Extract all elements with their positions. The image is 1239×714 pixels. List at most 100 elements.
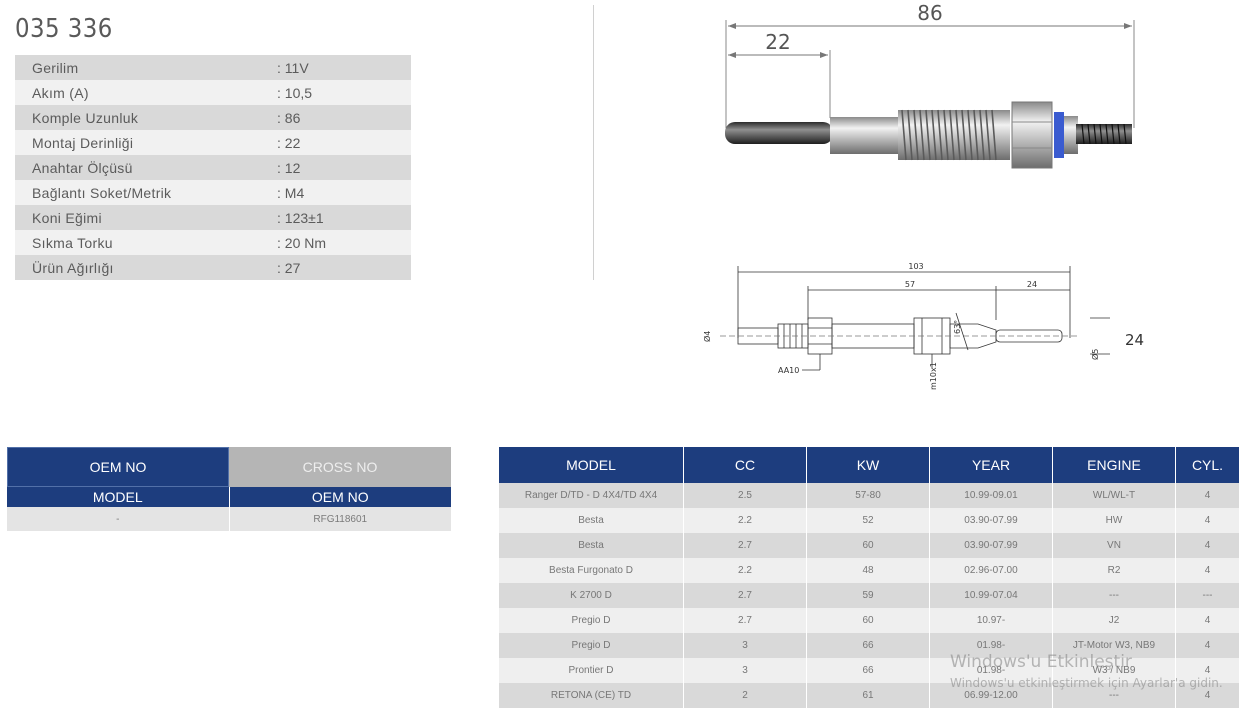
cell-cyl: 4 [1175, 633, 1239, 658]
spec-label: Komple Uzunluk [32, 109, 139, 126]
cell-engine: --- [1052, 683, 1175, 708]
side-dim-label: 24 [1125, 331, 1144, 349]
spec-row: Gerilim : 11V [15, 55, 411, 80]
technical-drawing: 103 57 24 63° Ø4 Ø5 AA10 m10x1 24 [702, 262, 1144, 390]
dim-depth-label: 22 [765, 30, 790, 54]
spec-value: : 12 [277, 159, 301, 176]
dia-right-label: Ø5 [1090, 349, 1100, 360]
spec-value: : 27 [277, 259, 301, 276]
cell-model: Besta Furgonato D [549, 565, 633, 576]
cell-engine: --- [1052, 583, 1175, 608]
tab-oem-no[interactable]: OEM NO [7, 447, 229, 487]
oem-header-oem-no: OEM NO [228, 487, 451, 507]
spec-label: Montaj Derinliği [32, 134, 134, 151]
cell-cyl: 4 [1175, 658, 1239, 683]
cell-cc: 2.7 [683, 608, 806, 633]
cell-model: Besta [578, 515, 604, 526]
spec-row: Ürün Ağırlığı : 27 [15, 255, 411, 280]
spec-value: : M4 [277, 184, 305, 201]
dim-total-label: 103 [908, 262, 923, 271]
cell-engine: VN [1052, 533, 1175, 558]
cell-cc: 2.5 [683, 483, 806, 508]
vehicle-table: MODEL CC KW YEAR ENGINE CYL. Ranger D/TD… [499, 447, 1239, 708]
cell-engine: WL/WL-T [1052, 483, 1175, 508]
hex-label: AA10 [778, 366, 799, 375]
cell-year: 01.98- [929, 633, 1052, 658]
spec-label: Bağlantı Soket/Metrik [32, 184, 172, 201]
divider [593, 5, 594, 280]
cell-cc: 3 [683, 658, 806, 683]
spec-row: Anahtar Ölçüsü : 12 [15, 155, 411, 180]
cell-cc: 2.7 [683, 533, 806, 558]
header-engine: ENGINE [1052, 447, 1175, 483]
cell-kw: 60 [806, 533, 929, 558]
spec-row: Bağlantı Soket/Metrik : M4 [15, 180, 411, 205]
spec-value: : 22 [277, 134, 301, 151]
cell-kw: 48 [806, 558, 929, 583]
oem-table-header: MODEL OEM NO [7, 487, 451, 507]
glow-plug-drawing: 86 22 [725, 1, 1135, 169]
cell-cyl: 4 [1175, 533, 1239, 558]
cell-kw: 57-80 [806, 483, 929, 508]
cell-model: RETONA (CE) TD [550, 690, 632, 701]
spec-label: Koni Eğimi [32, 209, 102, 226]
vehicle-table-header: MODEL CC KW YEAR ENGINE CYL. [499, 447, 1239, 483]
cell-model: Besta [578, 540, 604, 551]
cell-cc: 2.7 [683, 583, 806, 608]
header-kw: KW [806, 447, 929, 483]
cell-engine: R2 [1052, 558, 1175, 583]
thread-label: m10x1 [929, 362, 938, 390]
cell-year: 03.90-07.99 [929, 508, 1052, 533]
spec-label: Akım (A) [32, 84, 89, 101]
spec-row: Koni Eğimi: 123±1 [15, 205, 411, 230]
spec-label: Sıkma Torku [32, 234, 113, 251]
cell-cyl: 4 [1175, 683, 1239, 708]
cell-cc: 2.2 [683, 508, 806, 533]
cell-cc: 2.2 [683, 558, 806, 583]
angle-label: 63° [953, 320, 962, 334]
watermark-subtitle: Windows'u etkinleştirmek için Ayarlar'a … [950, 676, 1223, 690]
spec-value: : 11V [277, 59, 309, 76]
cell-model: Pregio D [571, 615, 611, 626]
spec-label: Anahtar Ölçüsü [32, 159, 133, 176]
cell-year: 03.90-07.99 [929, 533, 1052, 558]
cell-cyl: 4 [1175, 483, 1239, 508]
header-cc: CC [683, 447, 806, 483]
cell-cyl: 4 [1175, 558, 1239, 583]
dim-mid-label: 57 [905, 280, 915, 289]
cell-cc: 3 [683, 633, 806, 658]
cell-model: Pregio D [571, 640, 611, 651]
activation-watermark: Windows'u Etkinleştir Windows'u etkinleş… [950, 652, 1223, 690]
dim-right-label: 24 [1027, 280, 1037, 289]
oem-section: OEM NO CROSS NO MODEL OEM NO - RFG118601 [7, 447, 451, 531]
cell-year: 10.99-09.01 [929, 483, 1052, 508]
spec-value: : 86 [277, 109, 301, 126]
tab-cross-no[interactable]: CROSS NO [229, 447, 451, 487]
part-number: 035 336 [15, 14, 113, 44]
spec-value: : 10,5 [277, 84, 313, 101]
cell-engine: J2 [1052, 608, 1175, 633]
spec-row: Sıkma Torku: 20 Nm [15, 230, 411, 255]
oem-cell-oem-no: RFG118601 [228, 507, 452, 531]
spec-label: Ürün Ağırlığı [32, 259, 114, 276]
cell-kw: 66 [806, 658, 929, 683]
oem-header-model: MODEL [7, 487, 229, 507]
spec-row: Komple Uzunluk : 86 [15, 105, 411, 130]
cell-engine: JT-Motor W3, NB9 [1052, 633, 1175, 658]
cell-cyl: --- [1175, 583, 1239, 608]
spec-label: Gerilim [32, 59, 79, 76]
cell-model: K 2700 D [570, 590, 612, 601]
header-year: YEAR [929, 447, 1052, 483]
header-model: MODEL [499, 447, 683, 483]
cell-kw: 52 [806, 508, 929, 533]
oem-cell-model: - [116, 513, 120, 525]
